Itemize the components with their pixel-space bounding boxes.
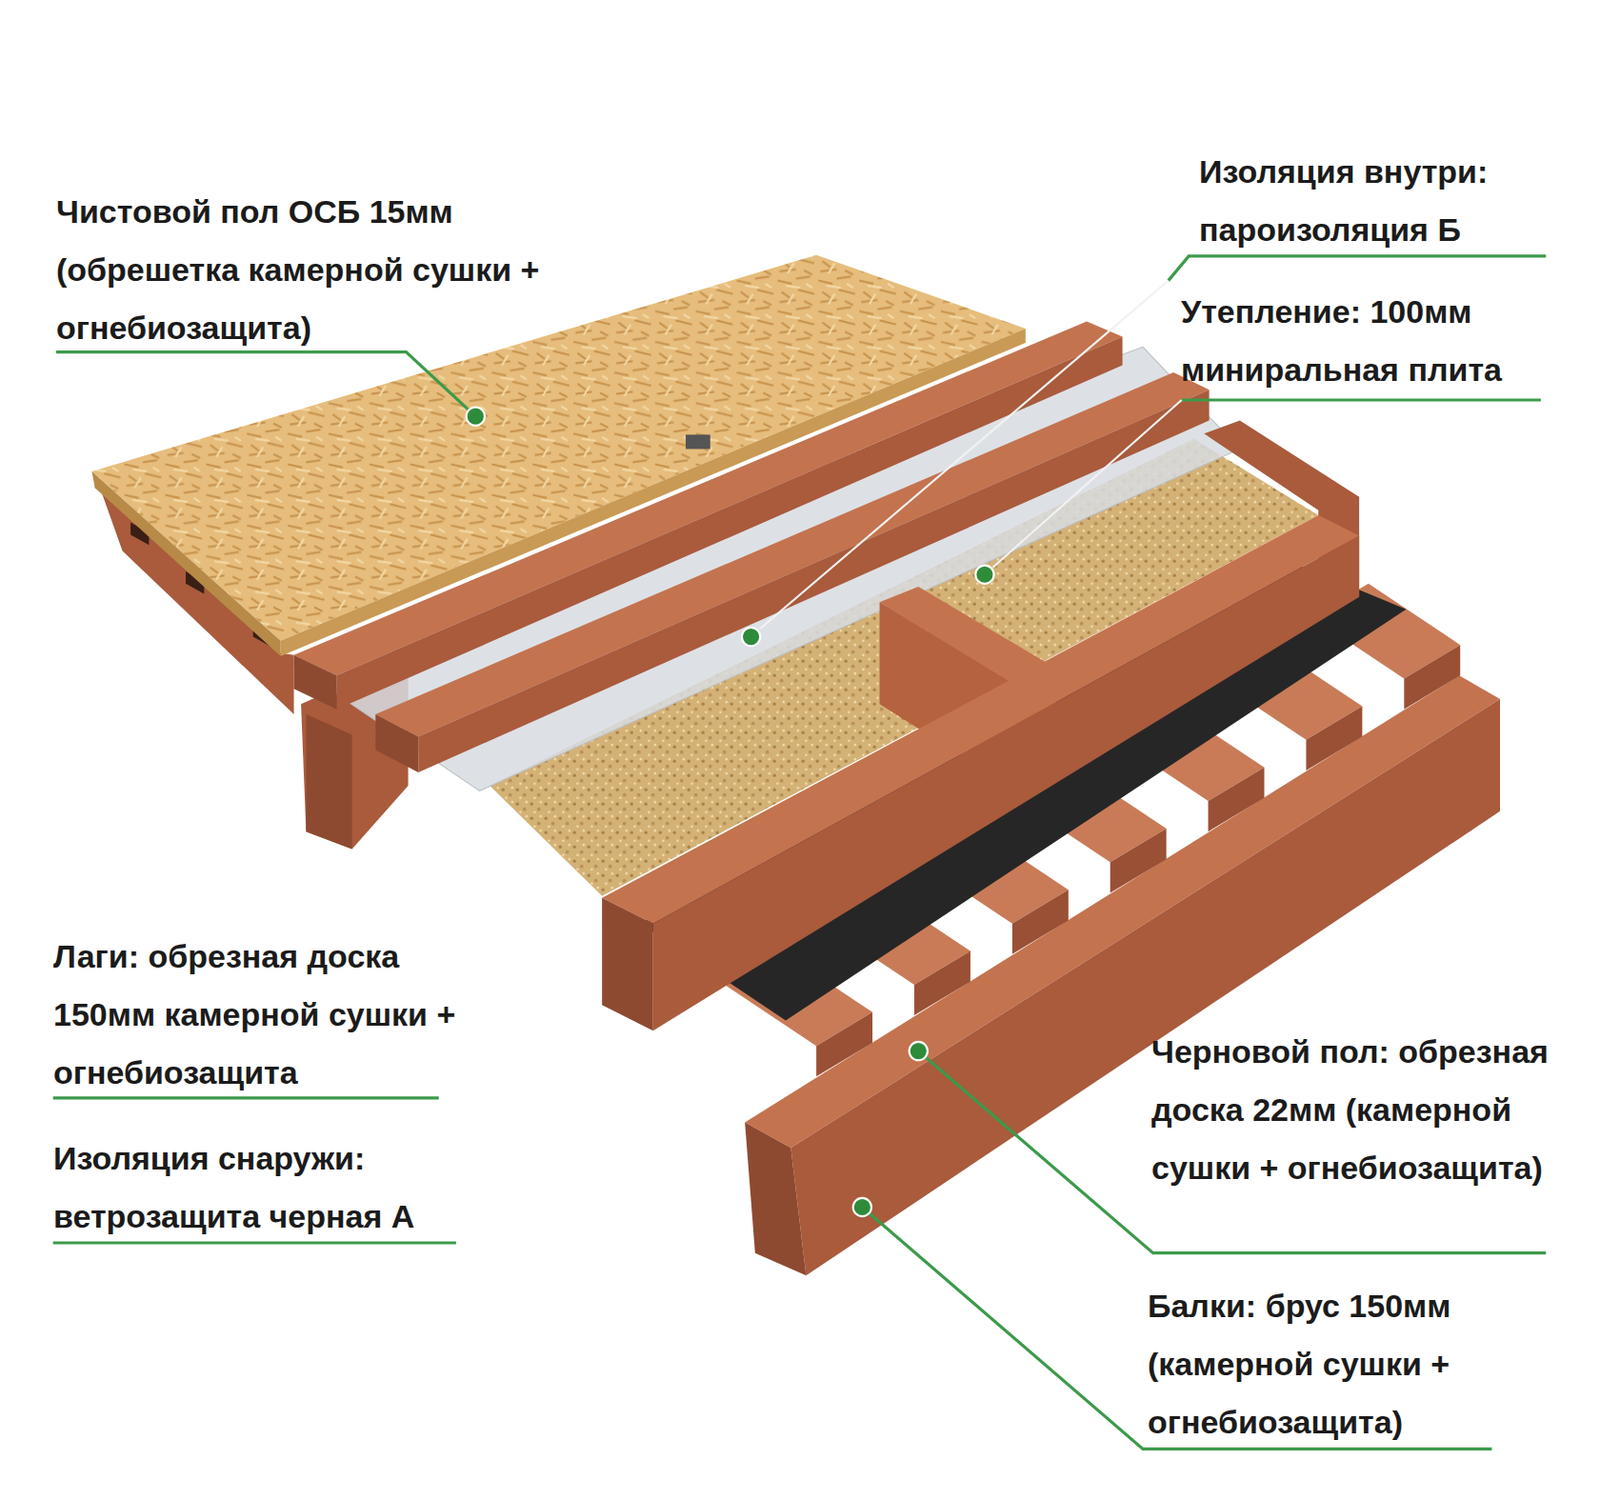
callout-label: Лаги: обрезная доска 150мм камерной сушк… xyxy=(53,927,501,1102)
callout-dots xyxy=(466,407,995,1218)
leader-lines xyxy=(53,256,1547,1450)
callout-label: Черновой пол: обрезная доска 22мм (камер… xyxy=(1151,1022,1561,1198)
callout-label: Балки: брус 150мм (камерной сушки + огне… xyxy=(1147,1277,1558,1452)
callout-label: Изоляция снаружи: ветрозащита черная А xyxy=(53,1129,492,1246)
callout-label: Утепление: 100мм миниральная плита xyxy=(1180,282,1572,400)
callout-label: Чистовой пол ОСБ 15мм (обрешетка камерно… xyxy=(56,182,571,358)
callout-label: Изоляция внутри: пароизоляция Б xyxy=(1199,142,1576,260)
